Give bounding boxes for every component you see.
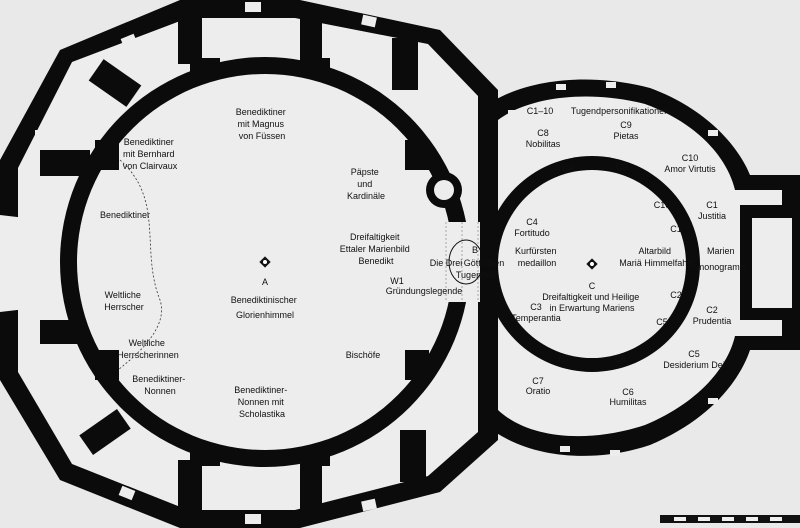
label-benediktiner-nonnen: Benediktiner- Nonnen	[132, 374, 188, 396]
label-die-drei: Die Drei	[430, 258, 463, 268]
label-prudentia: Prudentia	[693, 316, 732, 326]
label-tugenden: Tugenden	[456, 270, 496, 280]
label-c1-outer: C1	[706, 200, 718, 210]
label-fortitudo: Fortitudo	[514, 228, 550, 238]
label-benediktiner: Benediktiner	[100, 210, 150, 220]
scale-bar	[660, 515, 800, 523]
label-c8-outer: C8	[537, 128, 549, 138]
label-c5-inner: C5	[656, 317, 668, 327]
label-temperantia: Temperantia	[511, 313, 561, 323]
label-benediktiner-magnus: Benediktiner mit Magnus von Füssen	[236, 107, 289, 141]
east-windows	[508, 82, 718, 456]
label-pietas: Pietas	[613, 131, 639, 141]
label-c5-outer: C5	[688, 349, 700, 359]
label-c8-inner: C8	[562, 164, 574, 174]
label-benediktiner-bernhard: Benediktiner mit Bernhard von Clairvaux	[123, 137, 178, 171]
label-paepste: Päpste und Kardinäle	[347, 167, 385, 201]
label-dreifaltigkeit-ettal: Dreifaltigkeit Ettaler Marienbild Benedi…	[340, 232, 413, 266]
centre-marker-c	[586, 258, 598, 270]
label-benediktiner-nonnen-scholastika: Benediktiner- Nonnen mit Scholastika	[234, 385, 290, 419]
label-weltliche-herrscher: Weltliche Herrscher	[104, 290, 144, 312]
inner-pilasters	[95, 58, 429, 466]
label-dreifaltigkeit-heilige: Dreifaltigkeit und Heilige in Erwartung …	[542, 292, 642, 313]
label-oratio: Oratio	[526, 386, 551, 396]
label-b: B	[472, 245, 478, 255]
label-c1-10: C1–10	[527, 106, 554, 116]
label-gruendungslegende: Gründungslegende	[386, 286, 463, 296]
label-benediktinischer-glorienhimmel: Benediktinischer Glorienhimmel	[231, 295, 300, 320]
label-justitia: Justitia	[698, 211, 726, 221]
label-tugendpersonifikationen: Tugendpersonifikationen	[571, 106, 669, 116]
label-marien-monogramm: Marien monogramm	[697, 246, 748, 272]
label-weltliche-herrscherinnen: Weltliche Herrscherinnen	[117, 338, 179, 360]
label-c2-outer: C2	[706, 305, 718, 315]
label-bischoefe: Bischöfe	[346, 350, 381, 360]
west-entrance	[0, 215, 60, 312]
label-c: C	[589, 281, 596, 291]
painting-boundary-line	[117, 159, 162, 371]
label-c7-outer: C7	[532, 376, 544, 386]
label-c1-inner: C1	[670, 224, 682, 234]
label-c6-inner: C6	[614, 354, 626, 364]
label-humilitas: Humilitas	[609, 397, 647, 407]
label-nobilitas: Nobilitas	[526, 139, 561, 149]
label-c3: C3	[530, 302, 542, 312]
label-c6-outer: C6	[622, 387, 634, 397]
label-c10-inner: C10	[654, 200, 671, 210]
label-kurfuersten-medaillon: Kurfürsten medaillon	[515, 246, 559, 268]
label-goettlichen: Göttlichen	[464, 258, 505, 268]
label-c10-outer: C10	[682, 153, 699, 163]
label-c2-inner: C2	[670, 290, 682, 300]
centre-marker-a	[259, 256, 271, 268]
label-a: A	[262, 277, 268, 287]
label-amor-virtutis: Amor Virtutis	[664, 164, 716, 174]
label-w1: W1	[390, 276, 404, 286]
label-c9-outer: C9	[620, 120, 632, 130]
label-c4: C4	[526, 217, 538, 227]
label-desiderium-dei: Desiderium Dei	[663, 360, 725, 370]
label-c7-inner: C7	[558, 354, 570, 364]
label-altarbild: Altarbild Mariä Himmelfahrt	[619, 246, 693, 268]
label-c9-inner: C9	[616, 162, 628, 172]
